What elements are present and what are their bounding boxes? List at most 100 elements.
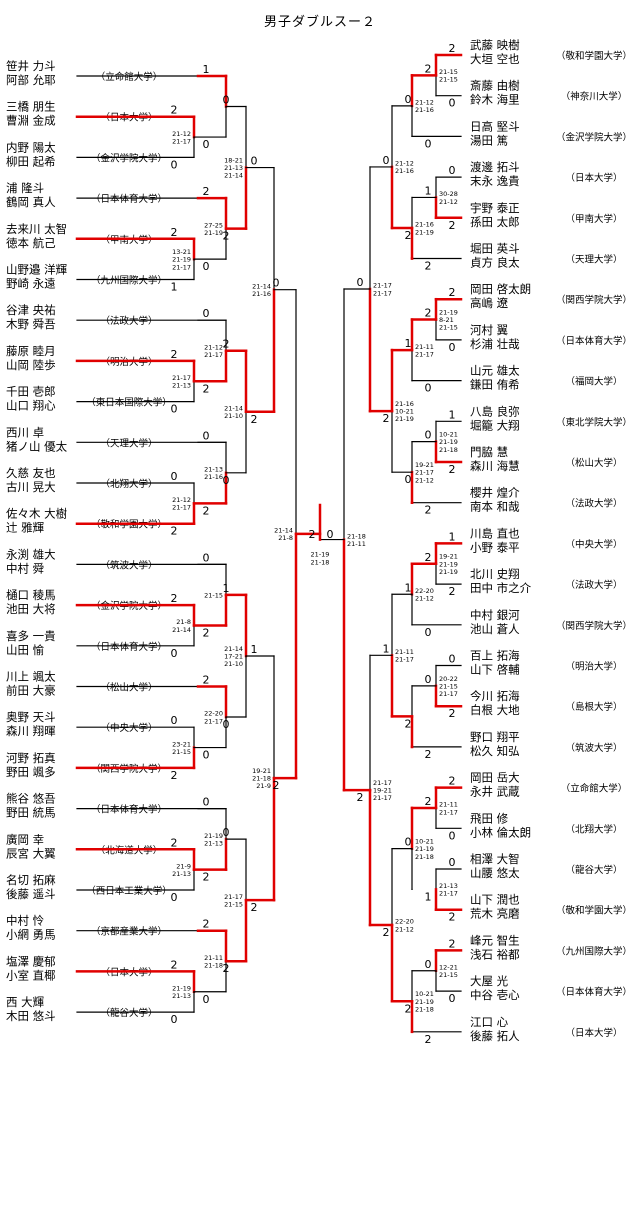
match-score: 0 bbox=[203, 749, 210, 762]
match-score: 0 bbox=[171, 158, 178, 171]
player-name: 木田 悠斗 bbox=[6, 1009, 56, 1023]
game-score: 21-19 bbox=[172, 256, 191, 264]
game-score: 21-13 bbox=[172, 382, 191, 390]
game-score: 8-21 bbox=[439, 316, 454, 324]
player-name: 岡田 啓太朗 bbox=[470, 282, 531, 296]
game-score: 21-17 bbox=[172, 137, 191, 145]
university-label: （日本大学） bbox=[565, 172, 622, 184]
university-label: （九州国際大学） bbox=[91, 275, 167, 287]
player-name: 鈴木 海里 bbox=[470, 93, 520, 107]
player-name: 阿部 允耶 bbox=[6, 73, 56, 87]
university-label: （筑波大学） bbox=[565, 742, 622, 754]
player-name: 八島 良弥 bbox=[470, 404, 520, 418]
player-name: 百上 拓海 bbox=[470, 649, 520, 663]
game-score: 21-18 bbox=[415, 853, 434, 861]
game-score: 21-13 bbox=[204, 839, 223, 847]
player-name: 小林 倫太朗 bbox=[470, 825, 531, 839]
player-name: 辻 雅輝 bbox=[6, 521, 45, 535]
player-name: 門脇 慧 bbox=[470, 445, 508, 459]
university-label: （金沢学院大学） bbox=[556, 131, 632, 143]
player-name: 池山 蒼人 bbox=[470, 622, 520, 636]
university-label: （松山大学） bbox=[565, 457, 622, 469]
university-label: （島根大学） bbox=[565, 701, 622, 713]
match-score: 0 bbox=[449, 992, 456, 1005]
player-name: 前田 大豪 bbox=[6, 684, 56, 698]
player-name: 孫田 太郎 bbox=[470, 215, 520, 229]
match-score: 0 bbox=[425, 958, 432, 971]
game-score: 21-12 bbox=[415, 595, 434, 603]
match-score: 0 bbox=[203, 429, 210, 442]
game-score: 21-13 bbox=[172, 992, 191, 1000]
player-name: 中村 舜 bbox=[6, 561, 44, 575]
university-label: （九州国際大学） bbox=[556, 945, 632, 957]
player-name: 永渕 雄大 bbox=[6, 547, 56, 561]
player-name: 内野 陽太 bbox=[6, 140, 56, 154]
match-score: 0 bbox=[223, 474, 230, 487]
game-score: 21-18 bbox=[204, 962, 223, 970]
game-score: 21-19 bbox=[415, 845, 434, 853]
match-score: 1 bbox=[405, 581, 412, 594]
player-name: 山岡 陸歩 bbox=[6, 358, 56, 372]
player-name: 野田 颯多 bbox=[6, 765, 56, 779]
game-score: 21-12 bbox=[172, 496, 191, 504]
game-score: 21-17 bbox=[172, 504, 191, 512]
player-name: 杉浦 壮哉 bbox=[470, 337, 520, 351]
match-score: 1 bbox=[383, 642, 390, 655]
game-score: 21-13 bbox=[172, 870, 191, 878]
player-name: 日高 堅斗 bbox=[470, 119, 520, 133]
game-score: 21-19 bbox=[311, 551, 330, 559]
match-score: 0 bbox=[425, 137, 432, 150]
match-score: 1 bbox=[203, 63, 210, 76]
player-name: 河村 翼 bbox=[470, 323, 508, 337]
player-name: 久慈 友也 bbox=[6, 466, 56, 480]
match-score: 0 bbox=[405, 93, 412, 106]
game-score: 21-19 bbox=[439, 438, 458, 446]
game-score: 21-19 bbox=[439, 560, 458, 568]
game-score: 21-16 bbox=[395, 167, 414, 175]
match-score: 2 bbox=[171, 104, 178, 117]
match-score: 2 bbox=[383, 412, 390, 425]
player-name: 山下 啓輔 bbox=[470, 663, 520, 677]
university-label: （筑波大学） bbox=[100, 559, 157, 571]
match-score: 2 bbox=[449, 286, 456, 299]
player-name: 荒木 亮磨 bbox=[470, 907, 520, 921]
match-score: 2 bbox=[223, 962, 230, 975]
game-score: 21-11 bbox=[439, 801, 458, 809]
match-score: 2 bbox=[425, 504, 432, 517]
match-score: 2 bbox=[203, 382, 210, 395]
university-label: （東北学院大学） bbox=[556, 416, 632, 428]
player-name: 藤原 睦月 bbox=[6, 344, 56, 358]
match-score: 2 bbox=[449, 937, 456, 950]
player-name: 去来川 太智 bbox=[6, 222, 67, 236]
game-score: 10-21 bbox=[415, 990, 434, 998]
player-name: 野田 統馬 bbox=[6, 806, 56, 820]
player-name: 鶴岡 真人 bbox=[6, 195, 56, 209]
match-score: 2 bbox=[223, 230, 230, 243]
game-score: 21-12 bbox=[204, 343, 223, 351]
game-score: 21-9 bbox=[176, 862, 191, 870]
game-score: 21-10 bbox=[224, 412, 243, 420]
player-name: 南本 和哉 bbox=[470, 500, 520, 514]
match-score: 0 bbox=[383, 154, 390, 167]
game-score: 21-19 bbox=[204, 229, 223, 237]
game-score: 21-11 bbox=[395, 648, 414, 656]
match-score: 0 bbox=[171, 1013, 178, 1026]
game-score: 21-13 bbox=[204, 466, 223, 474]
game-score: 10-21 bbox=[395, 408, 414, 416]
player-name: 相澤 大智 bbox=[470, 852, 520, 866]
player-name: 川島 直也 bbox=[470, 526, 520, 540]
game-score: 21-15 bbox=[439, 76, 458, 84]
match-score: 0 bbox=[425, 673, 432, 686]
game-score: 18-21 bbox=[224, 156, 243, 164]
game-score: 21-8 bbox=[278, 534, 293, 542]
game-score: 13-21 bbox=[172, 248, 191, 256]
player-name: 西 大輝 bbox=[6, 995, 45, 1009]
player-name: 飛田 修 bbox=[470, 811, 509, 825]
university-label: （日本大学） bbox=[565, 1027, 622, 1039]
player-name: 貞方 良太 bbox=[470, 256, 520, 270]
player-name: 笹井 力斗 bbox=[6, 59, 56, 73]
match-score: 2 bbox=[251, 901, 258, 914]
university-label: （甲南大学） bbox=[565, 213, 622, 225]
game-score: 21-18 bbox=[311, 558, 330, 566]
player-name: 西川 卓 bbox=[6, 425, 44, 439]
